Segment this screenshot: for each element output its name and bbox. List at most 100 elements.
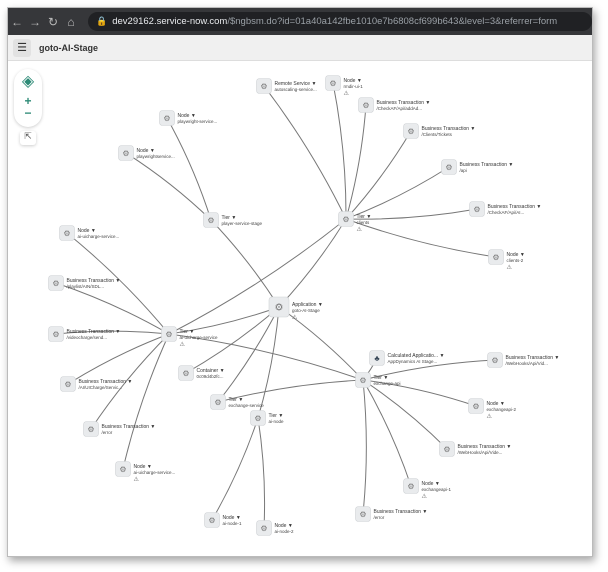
node-box[interactable] — [161, 326, 177, 342]
node-box[interactable] — [403, 478, 419, 494]
node-box[interactable] — [325, 75, 341, 91]
node-box[interactable] — [469, 201, 485, 217]
node-type-label: Business Transaction ▼ — [67, 278, 121, 284]
node-box[interactable] — [48, 326, 64, 342]
map-node-n5[interactable]: ⚙Business Transaction ▼/api — [441, 159, 514, 175]
node-box[interactable] — [403, 123, 419, 139]
gear-icon: ⚙ — [207, 216, 214, 225]
map-node-n26[interactable]: ⚙Node ▼exchangeapi-2⚠ — [468, 398, 517, 421]
reload-icon[interactable]: ↻ — [47, 14, 59, 29]
node-type-label: Node ▼ — [422, 481, 440, 487]
map-node-n6[interactable]: ⚙Business Transaction ▼/CheckAF/Api/AI..… — [469, 201, 542, 217]
map-node-n28[interactable]: ⚙Node ▼exchangeapi-1⚠ — [403, 478, 452, 501]
node-type-label: Business Transaction ▼ — [377, 100, 431, 106]
node-box[interactable] — [203, 212, 219, 228]
map-node-n3[interactable]: ⚙Business Transaction ▼/CheckAF/Api/addA… — [358, 97, 431, 113]
service-map-canvas[interactable]: ⚙Remote Service ▼autoscaling-service... ⚙… — [8, 61, 592, 556]
map-node-n17[interactable]: ⚙Node ▼ai-uicharge-service...⚠ — [115, 461, 176, 484]
map-node-n25[interactable]: ⚙Business Transaction ▼/WebHooks/Api/Vid… — [487, 352, 560, 368]
node-type-label: Tier ▼ — [180, 329, 195, 335]
address-bar[interactable]: 🔒 dev29162.service-now.com/$ngbsm.do?id=… — [88, 12, 592, 31]
edge-n19-n21 — [217, 306, 280, 403]
map-node-n16[interactable]: ⚙Business Transaction ▼/error — [83, 421, 156, 437]
node-box[interactable] — [468, 398, 484, 414]
node-box[interactable] — [369, 350, 385, 366]
map-node-n19[interactable]: ⚙Application ▼goto-AI-Stage⚠ — [268, 296, 323, 321]
node-type-label: Tier ▼ — [357, 214, 372, 220]
node-box[interactable] — [178, 365, 194, 381]
back-icon[interactable]: ← — [11, 14, 23, 29]
node-box[interactable] — [487, 352, 503, 368]
service-map[interactable]: ⚙Remote Service ▼autoscaling-service... ⚙… — [8, 61, 592, 556]
gear-icon: ⚙ — [362, 101, 369, 110]
zoom-in-button[interactable]: + — [24, 94, 32, 108]
node-box[interactable] — [250, 410, 266, 426]
map-node-n21[interactable]: ⚙Tier ▼exchange-service — [210, 394, 265, 410]
hamburger-menu-icon[interactable]: ☰ — [13, 38, 31, 57]
map-node-n14[interactable]: ⚙Business Transaction ▼/videocharge/send… — [48, 326, 121, 342]
pan-control-icon[interactable]: ◈ — [21, 73, 35, 90]
node-box[interactable] — [115, 461, 131, 477]
node-box[interactable] — [358, 97, 374, 113]
warning-icon: ⚠ — [422, 493, 428, 500]
map-node-n20[interactable]: ⚙Container ▼0c09d4b2fc... — [178, 365, 225, 381]
node-box[interactable] — [256, 78, 272, 94]
map-node-n31[interactable]: ⚙Node ▼ai-node-2 — [256, 520, 295, 536]
map-node-n8[interactable]: ⚙Tier ▼clients⚠ — [338, 211, 372, 234]
node-box[interactable] — [83, 421, 99, 437]
map-node-n7[interactable]: ⚙Node ▼clients-2⚠ — [488, 249, 525, 272]
edge-n2-n8 — [332, 82, 347, 220]
map-node-n9[interactable]: ⚙Node ▼playwright-service... — [159, 110, 218, 126]
map-node-n24[interactable]: ⚙Tier ▼exchange-api — [355, 372, 401, 388]
node-box[interactable] — [439, 441, 455, 457]
gear-icon: ⚙ — [275, 303, 284, 314]
map-node-n10[interactable]: ⚙Node ▼playwrightservice... — [118, 145, 175, 161]
node-box[interactable] — [338, 211, 354, 227]
forward-icon[interactable]: → — [29, 14, 41, 29]
node-box[interactable] — [268, 296, 290, 318]
node-box[interactable] — [159, 110, 175, 126]
edge-n24-n25 — [362, 359, 496, 381]
map-node-n2[interactable]: ⚙Node ▼rmdir-ui-1⚠ — [325, 75, 364, 98]
node-box[interactable] — [441, 159, 457, 175]
map-node-n12[interactable]: ⚙Node ▼ai-uicharge-service... — [59, 225, 120, 241]
edge-n22-n31 — [257, 417, 266, 529]
edge-n7-n8 — [345, 218, 497, 258]
map-node-n1[interactable]: ⚙Remote Service ▼autoscaling-service... — [256, 78, 317, 94]
map-node-n18[interactable]: ⚙Tier ▼ai-uicharge-service⚠ — [161, 326, 219, 349]
edge-n11-n19 — [210, 219, 280, 308]
zoom-out-button[interactable]: − — [24, 106, 32, 120]
map-node-n29[interactable]: ⚙Business Transaction ▼/error — [355, 506, 428, 522]
map-node-n11[interactable]: ⚙Tier ▼player-service-stage — [203, 212, 263, 228]
edge-n5-n8 — [345, 166, 450, 220]
node-box[interactable] — [355, 506, 371, 522]
node-box[interactable] — [204, 512, 220, 528]
hierarchy-icon: ♣ — [374, 354, 380, 363]
url-path: /$ngbsm.do?id=01a40a142fbe1010e7b6808cf6… — [227, 16, 558, 27]
node-name-label: exchange-service — [229, 403, 265, 408]
node-name-label: autoscaling-service... — [275, 87, 317, 92]
edge-n10-n11 — [125, 152, 212, 221]
map-node-n22[interactable]: ⚙Tier ▼ai-node — [250, 410, 285, 426]
map-node-n23[interactable]: ♣Calculated Applicatio... ▼AppDynamics A… — [369, 350, 445, 366]
map-node-n27[interactable]: ⚙Business Transaction ▼/WebHooks/Api/Vid… — [439, 441, 512, 457]
selection-tool-icon[interactable]: ⇱ — [20, 131, 36, 145]
node-box[interactable] — [355, 372, 371, 388]
node-box[interactable] — [118, 145, 134, 161]
map-node-n4[interactable]: ⚙Business Transaction ▼/Clients/Tickets — [403, 123, 476, 139]
node-box[interactable] — [59, 225, 75, 241]
node-box[interactable] — [256, 520, 272, 536]
node-box[interactable] — [60, 376, 76, 392]
node-box[interactable] — [488, 249, 504, 265]
map-node-n30[interactable]: ⚙Node ▼ai-node-1 — [204, 512, 243, 528]
edge-n16-n18 — [90, 333, 170, 430]
home-icon[interactable]: ⌂ — [67, 14, 75, 29]
gear-icon: ⚙ — [163, 114, 170, 123]
node-box[interactable] — [210, 394, 226, 410]
gear-icon: ⚙ — [359, 376, 366, 385]
node-box[interactable] — [48, 275, 64, 291]
node-type-label: Calculated Applicatio... ▼ — [388, 353, 445, 359]
map-node-n15[interactable]: ⚙Business Transaction ▼/AI/UICharge/Serv… — [60, 376, 133, 392]
map-node-n13[interactable]: ⚙Business Transaction ▼/playlist/AIN/SDL… — [48, 275, 121, 291]
node-name-label: /AI/UICharge/Servic... — [79, 385, 123, 390]
